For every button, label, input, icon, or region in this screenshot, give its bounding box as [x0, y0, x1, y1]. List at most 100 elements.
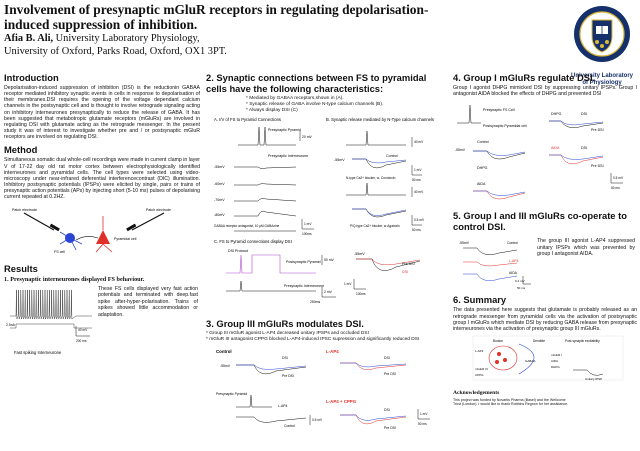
s4-dhpg-right: DHPG	[551, 112, 562, 116]
section2-figure: A. I/V of FS to Pyramid Connections B. S…	[214, 117, 434, 304]
panel-b-scale-50ms: 50 ms	[412, 178, 421, 182]
panel-b-v55: -55mV	[334, 158, 345, 162]
author-block: Afia B. Ali, University Laboratory Physi…	[4, 33, 544, 58]
fs-spike-train: 2.5nA 40 mV 200 ms Fast spiking Interneu…	[6, 289, 92, 355]
panel-c-scale-100ms: 100ms	[356, 292, 366, 296]
ack-heading: Acknowledgements	[453, 390, 500, 397]
panel-a-v80: -80mV	[214, 213, 225, 217]
section3-bullet: * mGluR III antagonist CPPG blocked L-AP…	[206, 337, 420, 343]
panel-c-v55: -55mV	[354, 252, 365, 256]
section2-bullets: * Mediated by GABAA receptors,shown in (…	[206, 96, 446, 113]
s4-scale-05mv: 0.5 mV	[613, 176, 624, 180]
panel-b-scale-40mv-2: 40 mV	[414, 190, 424, 194]
section3-bullets: * Group III mGluR agonist L-AP4 decrease…	[206, 331, 446, 343]
patch-electrode-left-label: Patch electrode	[12, 208, 37, 212]
affiliation-line-2: University of Oxford, Parks Road, Oxford…	[4, 45, 227, 57]
fs-scale-voltage: 40 mV	[78, 328, 88, 332]
panel-c-scale-2mv: 2 mV	[324, 290, 333, 294]
s3-lap4-cppg-label: L-AP4 + CPPG	[326, 399, 357, 404]
patch-electrode-right-label: Patch electrode	[146, 208, 171, 212]
label-presynaptic-interneurone: Presynaptic Interneurone	[268, 154, 308, 158]
affiliation-line-1: University Laboratory Physiology,	[53, 33, 200, 44]
results-heading: Results	[4, 262, 38, 274]
label-presynaptic-pyramid: Presynaptic Pyramid	[268, 128, 301, 132]
crest-caption-2: of Physiology	[582, 80, 622, 86]
s3-pre-dsi-2: Pre DSI	[384, 372, 396, 376]
s3-dsi-3: DSI	[384, 408, 390, 412]
s4-control: Control	[477, 140, 489, 144]
s3-scale-05mv: 0.5 mV	[312, 418, 323, 422]
pyramidal-cell-icon	[95, 215, 113, 252]
s3-pre-dsi-3: Pre DSI	[384, 426, 396, 430]
panel-a-label: A. I/V of FS to Pyramid Connections	[214, 117, 281, 122]
section2-bullet: * Synaptic release of GABA involve N-typ…	[246, 101, 384, 107]
s4-aida-right: AIDA	[551, 146, 560, 150]
crest-caption-1: University Laboratory	[570, 73, 634, 79]
pyramidal-cell-label: Pyramidal cell	[114, 237, 137, 241]
panel-c: C. FS to Pyramid connections display DSI…	[214, 239, 421, 304]
s3-v55: -55mV	[220, 364, 231, 368]
s3-dsi-2: DSI	[384, 356, 390, 360]
title-line-2: induced suppression of inhibition.	[4, 17, 198, 32]
s3-scale-1mv: 1 mV	[420, 412, 428, 416]
column-middle: 2. Synaptic connections between FS to py…	[206, 72, 446, 438]
section2-bullet: * Mediated by GABAA receptors,shown in (…	[246, 96, 344, 101]
panel-b-scale-05mv: 0.5 mV	[414, 218, 425, 222]
diag-dendrite: Dendrite	[533, 339, 545, 343]
method-text: Simultaneous somatic dual whole-cell rec…	[4, 157, 200, 201]
fs-figure: 2.5nA 40 mV 200 ms Fast spiking Interneu…	[4, 286, 200, 366]
diag-gabaa: GABAA	[525, 359, 535, 363]
section5-heading: 5. Group I and III mGluRs co-operate to …	[453, 210, 627, 233]
column-left: Introduction Depolarisation-induced supp…	[4, 72, 200, 366]
s3-scale-50ms: 50 ms	[418, 422, 427, 426]
method-heading: Method	[4, 144, 38, 156]
s3-dsi: DSI	[282, 356, 288, 360]
s4-dhpg-left: DHPG	[477, 166, 488, 170]
title-line-1: Involvement of presynaptic mGluR recepto…	[4, 2, 429, 17]
section4-figure: Presynaptic FS Cell Postsynaptic Pyramid…	[455, 105, 624, 200]
diag-lap4: L-AP4	[475, 349, 484, 353]
diag-bouton: Bouton	[493, 339, 503, 343]
results-sub1: 1. Presynaptic interneurones displayed F…	[4, 275, 145, 283]
introduction-heading: Introduction	[4, 72, 59, 83]
gabaa-antagonist-label: GABAA receptor antagonist, 10 μM GABAzin…	[214, 224, 279, 228]
s4-postsynaptic-pyr: Postsynaptic Pyramidal cell	[483, 124, 527, 128]
diag-post: Post-synaptic excitability	[565, 339, 600, 343]
s3-lap4-label: L-AP4	[326, 349, 339, 354]
s5-lap4: L-AP4	[509, 259, 519, 263]
section6-heading: 6. Summary	[453, 294, 507, 306]
diag-dhpg: DHPG	[551, 365, 560, 369]
s4-dsi-1: DSI	[581, 112, 587, 116]
crest-shield-icon	[574, 6, 630, 62]
s5-scale-50ms: 50 ms	[517, 286, 526, 290]
section4-text: Group I agonist DHPG mimicked DSI by sup…	[453, 85, 637, 98]
poster-header: Involvement of presynaptic mGluR recepto…	[4, 2, 544, 58]
panel-a-scale-20mv: 20 mV	[302, 135, 313, 139]
oxford-crest: University Laboratory of Physiology	[570, 2, 634, 86]
fs-current-step	[10, 323, 92, 329]
panel-b-traces: 40 mV -55mV Control N-type Ca2+ blocker,…	[334, 131, 425, 232]
author-name: Afia B. Ali,	[4, 33, 54, 44]
fs-cell-icon	[59, 231, 83, 250]
fs-caption: Fast spiking Interneurone	[14, 350, 62, 355]
panel-a-v60: -60mV	[214, 182, 225, 186]
diag-mglur1: mGluR I	[551, 353, 562, 357]
summary-diagram: Bouton Dendrite Post-synaptic excitabili…	[472, 335, 624, 381]
s4-presynaptic-fs: Presynaptic FS Cell	[483, 108, 515, 112]
section5-figure: -55mV Control L-AP4 AIDA 0.4 mV 50 ms Th…	[453, 234, 637, 290]
s3-presynaptic-pyramid: Presynaptic Pyramid	[216, 392, 247, 396]
panel-c-scale-1mv: 1 mV	[344, 282, 352, 286]
section4-heading: 4. Group I mGluRs regulate DSI.	[453, 72, 596, 83]
panel-c-presynaptic: Presynaptic Interneurone	[284, 284, 324, 288]
panel-b-control: Control	[386, 154, 398, 158]
s3-control-small: Control	[284, 424, 295, 428]
column-right: 4. Group I mGluRs regulate DSI. Group I …	[453, 72, 637, 406]
s5-aida: AIDA	[509, 271, 518, 275]
panel-b-ntype: N-type Ca2+ blocker, w- Conotoxin	[346, 176, 396, 180]
dsi-protocol-label: DSI Protocol	[228, 249, 248, 253]
panel-a-scale-100ms: 100ms	[302, 232, 312, 236]
diag-aida: AIDA	[551, 359, 558, 363]
diag-unitary: Unitary IPSP	[585, 377, 602, 381]
ack-line1: This project was funded by Novartis Phar…	[453, 397, 566, 402]
